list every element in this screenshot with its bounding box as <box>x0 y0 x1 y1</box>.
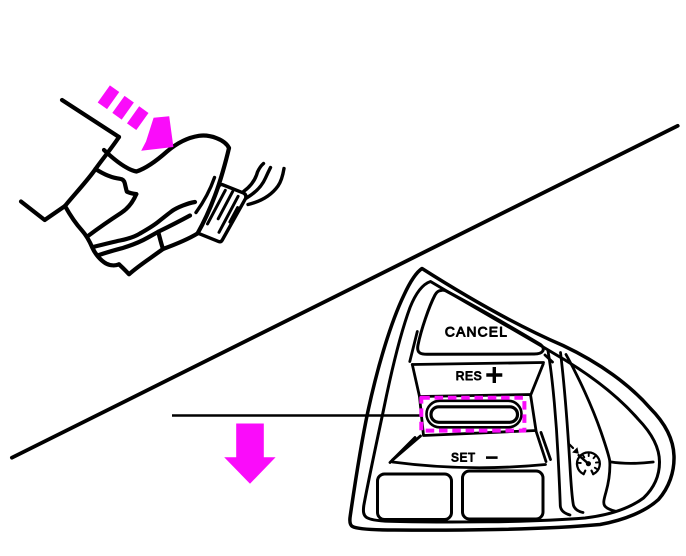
pedal-arm-line-3 <box>246 166 286 207</box>
pedal-arm-line-2 <box>244 165 273 200</box>
set-band-bottom-edge <box>391 460 547 470</box>
pad-outer-outline <box>348 266 676 532</box>
sole-bottom-line <box>116 231 200 277</box>
lower-button-right <box>461 469 545 521</box>
gauge-tick-4 <box>592 455 597 460</box>
gauge-foot-right <box>590 469 595 476</box>
pedal-arm <box>241 161 286 207</box>
gauge-hub <box>585 461 592 467</box>
gauge-pointer-tail <box>568 443 575 450</box>
pedal-arm-line-1 <box>241 161 266 194</box>
lower-buttons <box>376 469 545 521</box>
pedal-hatch-line-4 <box>228 206 240 224</box>
pad-divider-lines <box>546 349 585 517</box>
pad-crease-line-1 <box>408 330 419 363</box>
gauge-arc <box>575 451 601 476</box>
brake-pedal-scene <box>18 85 286 277</box>
pedal-hatch-line-2 <box>216 189 235 221</box>
gauge-tick-2 <box>581 454 586 459</box>
pad-crease-line-7 <box>534 429 548 463</box>
res-button-label: RES <box>456 369 482 383</box>
highlight-box <box>419 395 527 433</box>
pad-inner-outline <box>361 280 661 524</box>
cruise-control-icon <box>568 443 601 476</box>
gauge-tick-6 <box>593 466 599 471</box>
pedal-hatch-line-1 <box>206 188 227 226</box>
cancel-button-outline <box>416 288 545 356</box>
res-button: RES <box>410 361 545 384</box>
cluster-divider-line-1 <box>546 349 572 517</box>
shoe-topline <box>101 133 232 174</box>
toe-front-line <box>195 145 232 236</box>
divider-line <box>9 123 680 460</box>
welt-line <box>90 199 198 250</box>
gauge-pointer-head <box>572 447 579 454</box>
gauge-ticks <box>577 452 600 471</box>
callout <box>172 414 422 484</box>
lower-button-left <box>376 472 453 521</box>
collar-line <box>93 166 139 197</box>
press-arrow-dashes <box>97 85 149 131</box>
trouser-hem-line <box>18 199 68 223</box>
res-band-top-edge <box>410 361 545 366</box>
switch-outer-pill <box>425 399 523 429</box>
pad-crease-line-3 <box>529 362 545 397</box>
pad-crease-lines <box>388 330 554 464</box>
thumb-recess-curve <box>564 353 617 513</box>
midsole-line <box>95 213 193 258</box>
cancel-button-label: CANCEL <box>445 325 508 340</box>
shoe-silhouette <box>65 135 229 275</box>
pad-crease-line-8 <box>539 431 552 461</box>
set-button: SET <box>391 452 547 470</box>
shin-line <box>59 97 122 140</box>
cluster-divider-line-2 <box>559 351 585 514</box>
thumb-recess-shelf-line <box>608 460 655 465</box>
master-switch <box>418 393 538 437</box>
toe-cap-seam <box>194 175 217 215</box>
pedal-hatch-line-3 <box>217 194 240 234</box>
steering-pad: CANCEL RES <box>348 266 676 532</box>
plus-icon <box>486 367 503 383</box>
pad-crease-line-2 <box>410 363 421 398</box>
press-arrow-head <box>141 116 174 151</box>
quarter-seam-line <box>85 192 139 239</box>
pad-crease-line-6 <box>388 436 417 464</box>
cancel-button: CANCEL <box>416 288 545 356</box>
press-arrow-icon <box>97 85 174 151</box>
down-arrow-icon <box>224 423 276 484</box>
thumb-recess-lines <box>564 353 655 513</box>
gauge-pointer-arrow <box>568 443 579 454</box>
set-button-label: SET <box>451 452 476 464</box>
shoe-outline <box>62 133 232 277</box>
pedal-hatch-lines <box>206 188 240 234</box>
switch-slot <box>429 405 520 424</box>
gauge-foot-left <box>582 469 587 476</box>
